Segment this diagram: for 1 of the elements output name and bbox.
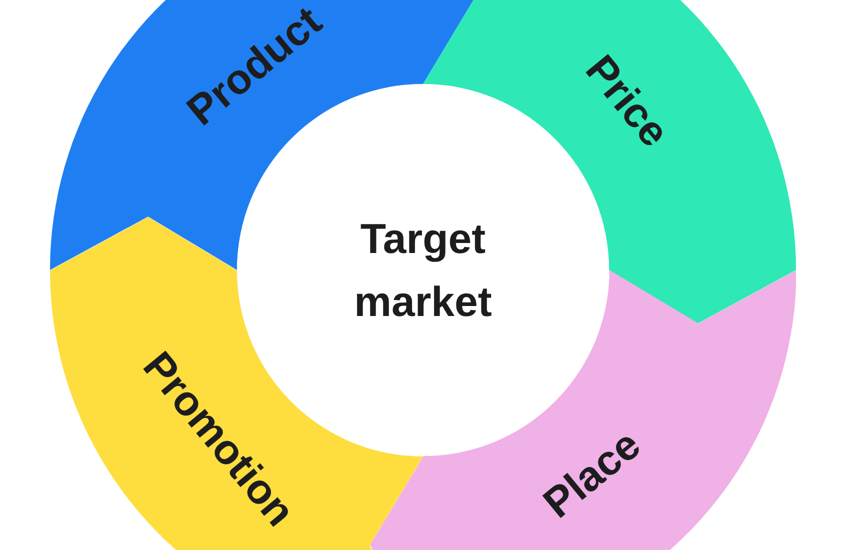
center-label: Target market: [353, 214, 493, 327]
